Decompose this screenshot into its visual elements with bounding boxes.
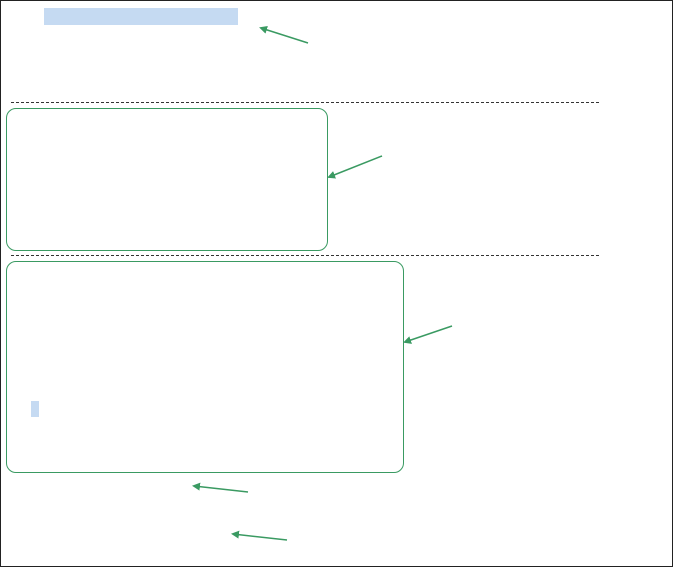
top-highlight-bar xyxy=(44,8,238,25)
panel-1 xyxy=(6,108,328,251)
arrow-to-panel-2 xyxy=(403,325,453,344)
dashed-divider-1 xyxy=(11,102,599,103)
arrow-below-panel-2 xyxy=(192,482,249,493)
arrow-bottom xyxy=(231,530,288,541)
panel-2 xyxy=(6,261,404,473)
text-cursor-highlight xyxy=(31,401,39,417)
arrow-to-top-highlight xyxy=(259,26,309,44)
arrow-to-panel-1 xyxy=(327,155,383,179)
dashed-divider-2 xyxy=(11,255,599,256)
